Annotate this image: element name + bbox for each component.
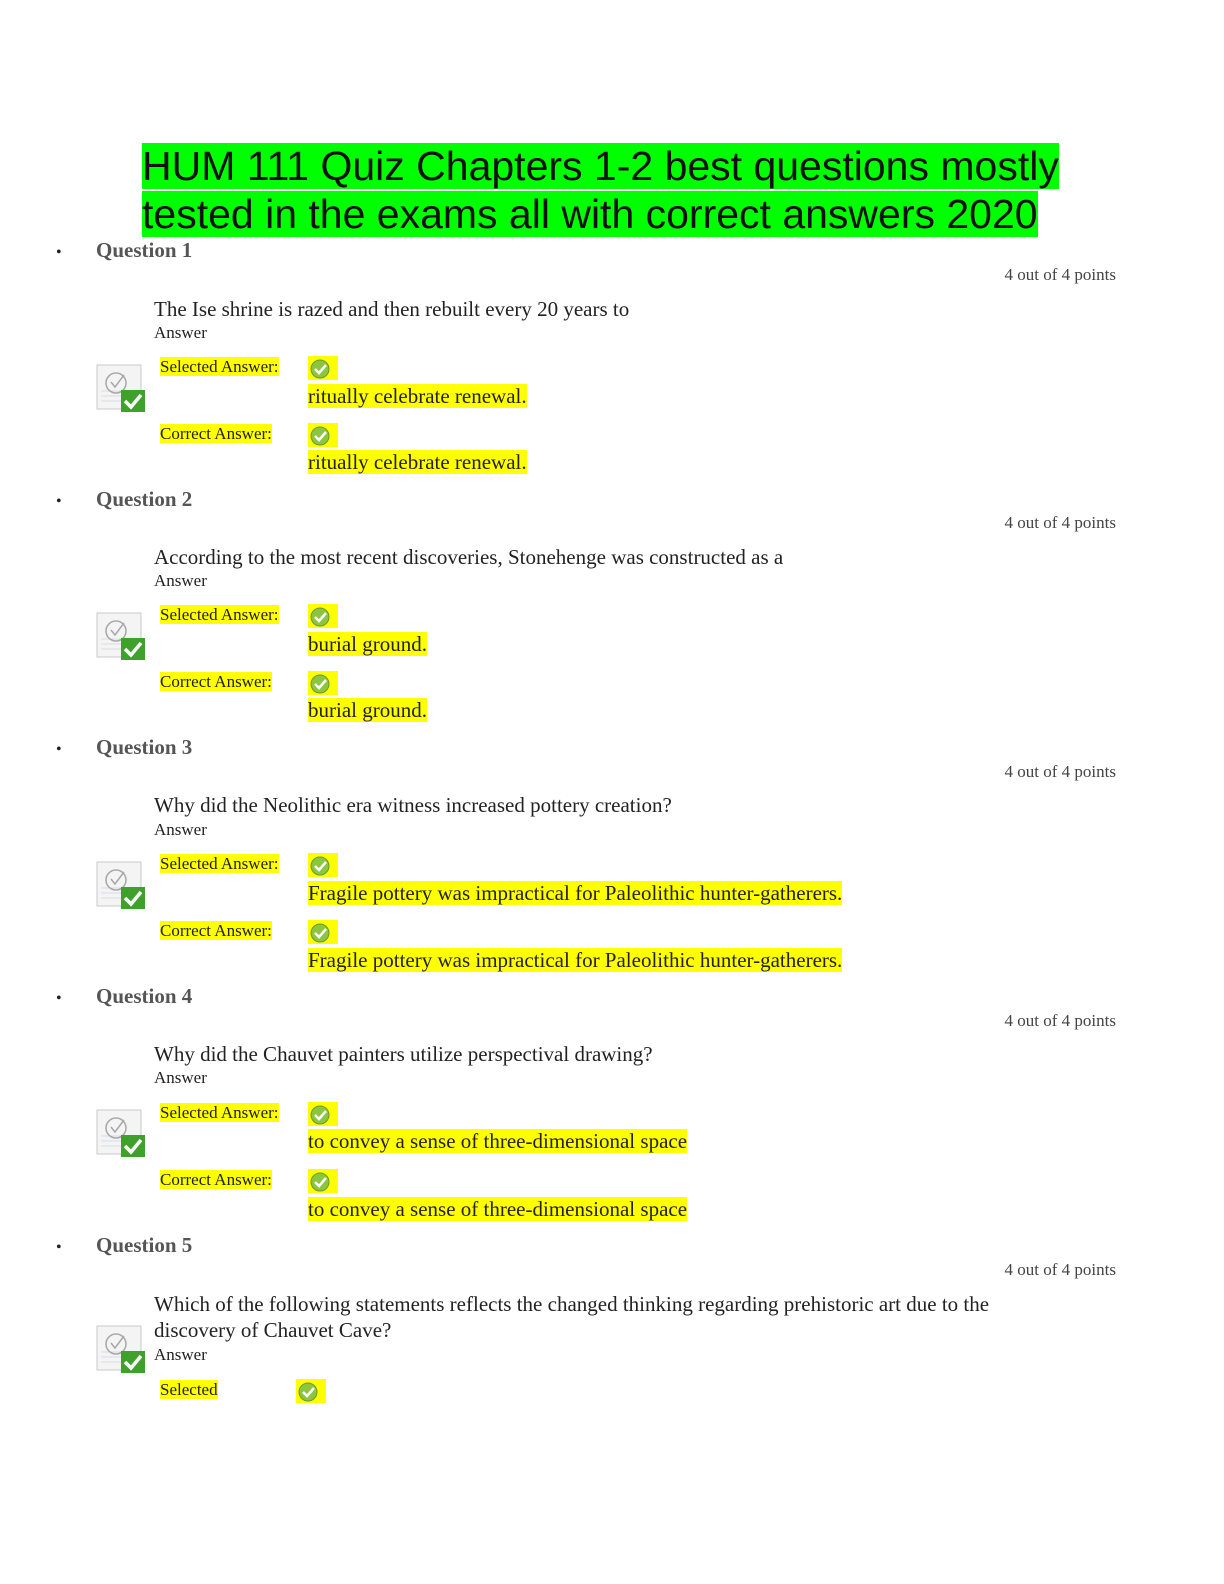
question-label: Question 4 <box>96 984 193 1008</box>
page-title: HUM 111 Quiz Chapters 1-2 best questions… <box>142 143 1059 237</box>
answer-label: Answer <box>154 323 207 342</box>
selected-answer-label: Selected <box>160 1380 218 1399</box>
check-icon <box>308 1169 338 1193</box>
question-label: Question 2 <box>96 487 193 511</box>
bullet-icon: • <box>56 990 62 1007</box>
graded-document-icon <box>96 363 148 413</box>
question-text: According to the most recent discoveries… <box>154 545 784 569</box>
answer-label: Answer <box>154 571 207 590</box>
check-icon <box>308 1102 338 1126</box>
correct-answer-label: Correct Answer: <box>160 672 272 691</box>
check-icon <box>308 920 338 944</box>
graded-document-icon <box>96 611 148 661</box>
points-score: 4 out of 4 points <box>1004 1011 1116 1030</box>
points-score: 4 out of 4 points <box>1004 513 1116 532</box>
question-heading: • Question 1 <box>56 238 192 263</box>
selected-answer-text: Fragile pottery was impractical for Pale… <box>308 881 843 905</box>
check-icon <box>308 604 338 628</box>
correct-answer-label: Correct Answer: <box>160 921 272 940</box>
check-icon <box>308 423 338 447</box>
selected-answer-label: Selected Answer: <box>160 357 279 376</box>
answer-label: Answer <box>154 1345 207 1364</box>
question-text: Why did the Neolithic era witness increa… <box>154 793 672 817</box>
correct-answer-text: ritually celebrate renewal. <box>308 450 527 474</box>
correct-answer-label: Correct Answer: <box>160 1170 272 1189</box>
question-heading: • Question 4 <box>56 984 192 1009</box>
bullet-icon: • <box>56 493 62 510</box>
points-score: 4 out of 4 points <box>1004 762 1116 781</box>
selected-answer-label: Selected Answer: <box>160 1103 279 1122</box>
check-icon <box>308 853 338 877</box>
question-heading: • Question 3 <box>56 735 192 760</box>
answer-label: Answer <box>154 1068 207 1087</box>
check-icon <box>308 671 338 695</box>
selected-answer-text: to convey a sense of three-dimensional s… <box>308 1129 688 1153</box>
graded-document-icon <box>96 1324 148 1374</box>
bullet-icon: • <box>56 741 62 758</box>
question-heading: • Question 5 <box>56 1233 192 1258</box>
selected-answer-text: burial ground. <box>308 632 427 656</box>
question-label: Question 5 <box>96 1233 193 1257</box>
question-label: Question 3 <box>96 735 193 759</box>
selected-answer-label: Selected Answer: <box>160 854 279 873</box>
graded-document-icon <box>96 860 148 910</box>
correct-answer-text: burial ground. <box>308 698 427 722</box>
question-text: Which of the following statements reflec… <box>154 1292 990 1342</box>
selected-answer-text: ritually celebrate renewal. <box>308 384 527 408</box>
points-score: 4 out of 4 points <box>1004 265 1116 284</box>
correct-answer-label: Correct Answer: <box>160 424 272 443</box>
bullet-icon: • <box>56 244 62 261</box>
answer-label: Answer <box>154 820 207 839</box>
selected-answer-label: Selected Answer: <box>160 605 279 624</box>
question-text: The Ise shrine is razed and then rebuilt… <box>154 297 630 321</box>
check-icon <box>296 1379 326 1403</box>
graded-document-icon <box>96 1108 148 1158</box>
question-label: Question 1 <box>96 238 193 262</box>
question-text: Why did the Chauvet painters utilize per… <box>154 1042 653 1066</box>
bullet-icon: • <box>56 1239 62 1256</box>
check-icon <box>308 356 338 380</box>
correct-answer-text: to convey a sense of three-dimensional s… <box>308 1197 688 1221</box>
points-score: 4 out of 4 points <box>1004 1260 1116 1279</box>
correct-answer-text: Fragile pottery was impractical for Pale… <box>308 948 843 972</box>
question-heading: • Question 2 <box>56 487 192 512</box>
